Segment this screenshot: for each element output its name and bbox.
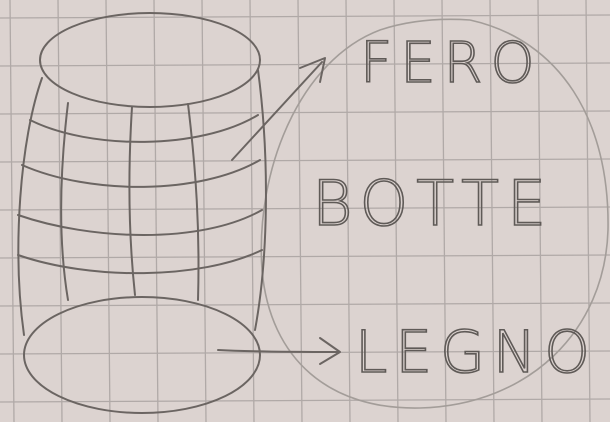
label-fero: FERO [360, 31, 543, 96]
label-legno: LEGNO [355, 318, 598, 386]
label-botte: BOTTE [312, 167, 554, 240]
